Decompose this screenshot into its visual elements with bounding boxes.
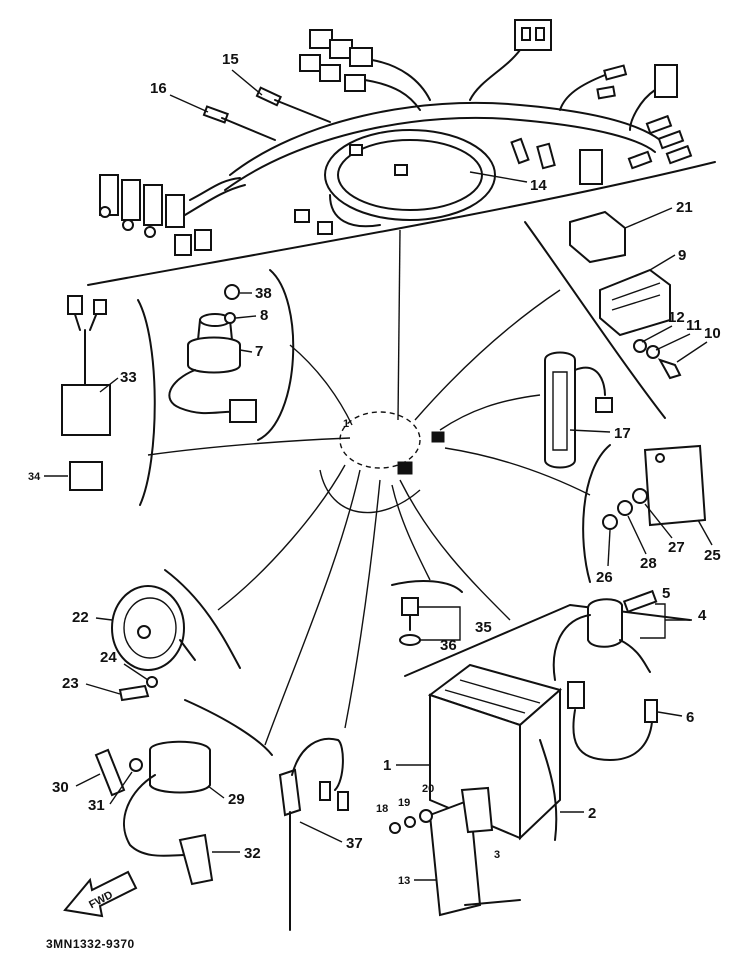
relay-left-group bbox=[61, 295, 156, 506]
callout-1-center: 1 bbox=[343, 418, 349, 430]
main-switch-group bbox=[168, 269, 295, 441]
callout-37: 37 bbox=[346, 835, 363, 852]
callout-18: 18 bbox=[376, 803, 388, 815]
callout-35: 35 bbox=[475, 619, 492, 636]
callout-32: 32 bbox=[244, 845, 261, 862]
callout-9: 9 bbox=[678, 247, 686, 264]
main-fuse-group bbox=[552, 589, 658, 761]
callout-6: 6 bbox=[686, 709, 694, 726]
callout-15: 15 bbox=[222, 51, 239, 68]
flasher-rectifier-group bbox=[524, 210, 682, 419]
fuse-holder-group bbox=[544, 351, 613, 469]
callout-12: 12 bbox=[668, 309, 685, 326]
fwd-arrow: FWD bbox=[63, 870, 138, 918]
callout-33: 33 bbox=[120, 369, 137, 386]
callout-14: 14 bbox=[530, 177, 547, 194]
wire-harness bbox=[87, 19, 716, 286]
plug-wire-group bbox=[278, 737, 349, 931]
callout-28: 28 bbox=[640, 555, 657, 572]
callout-22: 22 bbox=[72, 609, 89, 626]
neutral-switch-group bbox=[391, 580, 463, 646]
callout-10: 10 bbox=[704, 325, 721, 342]
callout-5: 5 bbox=[662, 585, 670, 602]
callout-38: 38 bbox=[255, 285, 272, 302]
relay-right-group bbox=[582, 444, 707, 583]
callout-20: 20 bbox=[422, 783, 434, 795]
callout-24: 24 bbox=[100, 649, 117, 666]
callout-3: 3 bbox=[494, 849, 500, 861]
horn-group bbox=[111, 569, 241, 702]
callout-27: 27 bbox=[668, 539, 685, 556]
callout-26: 26 bbox=[596, 569, 613, 586]
callout-4: 4 bbox=[698, 607, 707, 624]
callout-31: 31 bbox=[88, 797, 105, 814]
callout-1: 1 bbox=[383, 757, 391, 774]
callout-8: 8 bbox=[260, 307, 268, 324]
callout-2: 2 bbox=[588, 805, 596, 822]
central-frame bbox=[147, 229, 591, 746]
callout-36: 36 bbox=[440, 637, 457, 654]
callout-30: 30 bbox=[52, 779, 69, 796]
battery-group bbox=[389, 604, 691, 917]
callout-16: 16 bbox=[150, 80, 167, 97]
callout-17: 17 bbox=[614, 425, 631, 442]
callout-29: 29 bbox=[228, 791, 245, 808]
callout-25: 25 bbox=[704, 547, 721, 564]
callout-34: 34 bbox=[28, 471, 41, 483]
callout-21: 21 bbox=[676, 199, 693, 216]
callout-23: 23 bbox=[62, 675, 79, 692]
ignition-coil-group bbox=[94, 699, 273, 886]
callout-7: 7 bbox=[255, 343, 263, 360]
callout-13: 13 bbox=[398, 875, 410, 887]
drawing-code: 3MN1332-9370 bbox=[46, 937, 135, 951]
callout-19: 19 bbox=[398, 797, 410, 809]
callout-11: 11 bbox=[686, 317, 702, 334]
callouts: 15 16 14 21 9 12 11 10 38 8 7 33 34 1 17 bbox=[28, 51, 721, 887]
